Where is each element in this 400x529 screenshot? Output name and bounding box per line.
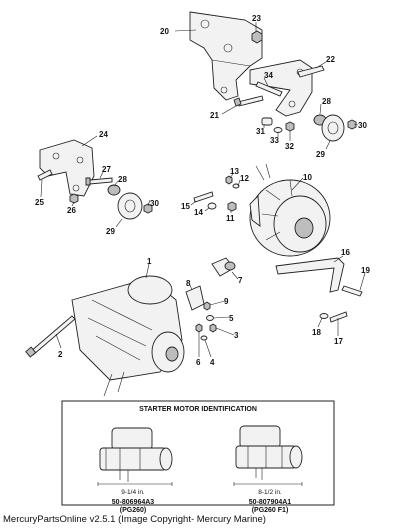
- starter-variant-right-drawing: [233, 425, 303, 486]
- callout-30-upper: 30: [358, 121, 367, 130]
- callout-16: 16: [341, 248, 350, 257]
- nut-11[interactable]: [227, 201, 237, 212]
- nut-3[interactable]: [209, 323, 217, 333]
- washer-4[interactable]: [200, 335, 208, 341]
- terminal-cover-8[interactable]: [185, 285, 205, 311]
- bolt-25[interactable]: [37, 169, 53, 181]
- starter-motor[interactable]: [71, 275, 185, 397]
- left-mounting-bracket[interactable]: [39, 139, 95, 197]
- callout-17: 17: [334, 337, 343, 346]
- callout-14: 14: [194, 208, 203, 217]
- starter-variant-left-drawing: [97, 427, 173, 486]
- nut-30-upper[interactable]: [347, 119, 357, 130]
- callout-21: 21: [210, 111, 219, 120]
- callout-33: 33: [270, 136, 279, 145]
- alternator-mounting-bracket[interactable]: [189, 11, 263, 101]
- callout-26: 26: [67, 206, 76, 215]
- bolt-22[interactable]: [297, 65, 325, 78]
- part-number-left: 50-806964A3: [112, 499, 155, 506]
- callout-27: 27: [102, 165, 111, 174]
- callout-25: 25: [35, 198, 44, 207]
- nut-13[interactable]: [225, 175, 233, 185]
- variant-left: (PG260): [120, 507, 146, 514]
- callout-31: 31: [256, 127, 265, 136]
- callout-8: 8: [186, 279, 191, 288]
- callout-13: 13: [230, 167, 239, 176]
- alternator-brace[interactable]: [275, 257, 345, 293]
- nut-23[interactable]: [251, 30, 263, 44]
- callout-24: 24: [99, 130, 108, 139]
- bolt-17[interactable]: [329, 311, 348, 323]
- washer-12[interactable]: [232, 183, 240, 189]
- washer-14[interactable]: [207, 202, 217, 210]
- copyright-footer: MercuryPartsOnline v2.5.1 (Image Copyrig…: [3, 514, 266, 525]
- dimension-left: 9-1/4 in.: [121, 489, 145, 496]
- spacer-31[interactable]: [261, 117, 273, 126]
- callout-29-upper: 29: [316, 150, 325, 159]
- callout-5: 5: [229, 314, 234, 323]
- idler-pulley-29-upper[interactable]: [321, 114, 345, 142]
- nut-9[interactable]: [203, 301, 211, 311]
- identification-title: STARTER MOTOR IDENTIFICATION: [139, 406, 257, 413]
- callout-1: 1: [147, 257, 152, 266]
- callout-32: 32: [285, 142, 294, 151]
- callout-12: 12: [240, 174, 249, 183]
- washer-5[interactable]: [206, 315, 214, 321]
- bolt-34[interactable]: [255, 81, 283, 97]
- callout-7: 7: [238, 276, 243, 285]
- callout-34: 34: [264, 71, 273, 80]
- callout-20: 20: [160, 27, 169, 36]
- nut-32[interactable]: [285, 121, 295, 132]
- callout-15: 15: [181, 202, 190, 211]
- solenoid-boot-7[interactable]: [211, 257, 236, 277]
- part-number-right: 50-807904A1: [249, 499, 292, 506]
- callout-4: 4: [210, 358, 215, 367]
- starter-identification-panel: STARTER MOTOR IDENTIFICATION 9-1/4 in. 8…: [61, 400, 335, 514]
- washer-18[interactable]: [319, 313, 329, 319]
- callout-22: 22: [326, 55, 335, 64]
- callout-11: 11: [226, 214, 235, 223]
- callout-leaders: [40, 22, 366, 358]
- through-bolt-2[interactable]: [25, 315, 76, 358]
- bolt-27[interactable]: [85, 177, 113, 186]
- lower-bracket-arm[interactable]: [249, 59, 313, 117]
- callout-30-lower: 30: [150, 199, 159, 208]
- stud-21[interactable]: [233, 95, 264, 107]
- callout-18: 18: [312, 328, 321, 337]
- callout-28-upper: 28: [322, 97, 331, 106]
- callout-29-lower: 29: [106, 227, 115, 236]
- washer-33[interactable]: [273, 127, 283, 133]
- callout-10: 10: [303, 173, 312, 182]
- nut-26[interactable]: [69, 193, 79, 204]
- bolt-19[interactable]: [341, 285, 363, 297]
- spacer-28-lower[interactable]: [107, 184, 121, 196]
- nut-6[interactable]: [195, 323, 203, 333]
- alternator[interactable]: [249, 163, 331, 257]
- callout-23: 23: [252, 14, 261, 23]
- nut-30-lower[interactable]: [143, 203, 153, 214]
- callout-3: 3: [234, 331, 239, 340]
- callout-2: 2: [58, 350, 63, 359]
- callout-6: 6: [196, 358, 201, 367]
- dimension-right: 8-1/2 in.: [258, 489, 282, 496]
- callout-28-lower: 28: [118, 175, 127, 184]
- callout-labels: 23 20 22 34 21 28 31 33 32 30 29 24 27 2…: [35, 14, 370, 367]
- idler-pulley-29-lower[interactable]: [117, 192, 143, 220]
- callout-19: 19: [361, 266, 370, 275]
- variant-right: (PG260 F1): [252, 507, 289, 514]
- callout-9: 9: [224, 297, 229, 306]
- screw-15[interactable]: [193, 191, 214, 203]
